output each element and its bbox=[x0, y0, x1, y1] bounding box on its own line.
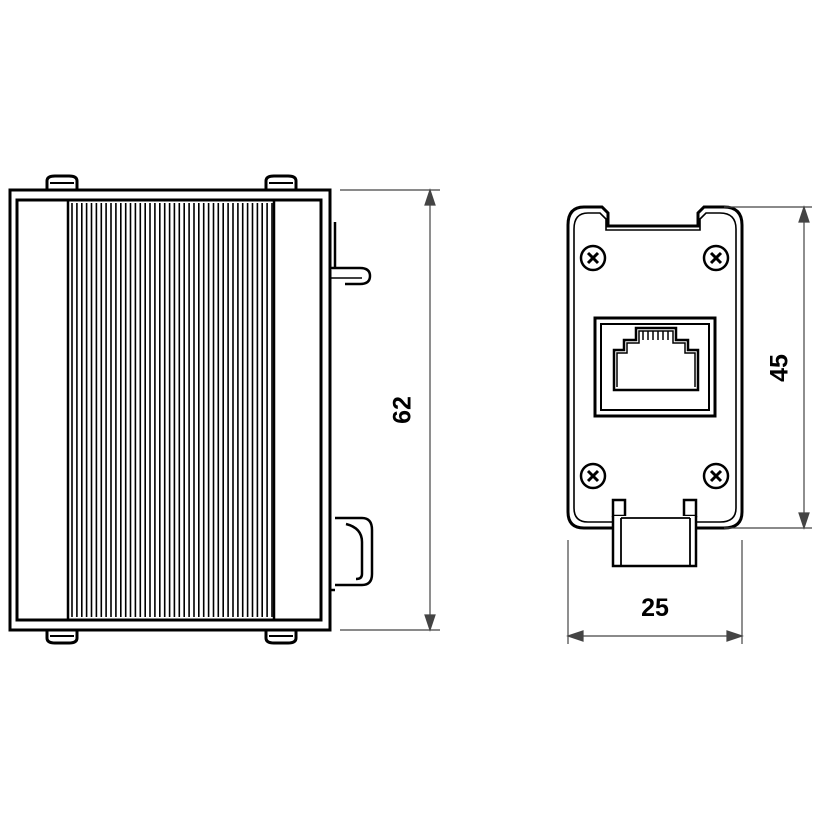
front-screws bbox=[579, 244, 730, 490]
screw-icon bbox=[579, 244, 607, 272]
din-clip-bottom bbox=[330, 516, 374, 592]
screw-icon bbox=[702, 462, 730, 490]
dimension-label-25: 25 bbox=[641, 594, 669, 622]
front-inner-outline bbox=[573, 212, 737, 523]
screw-icon bbox=[702, 244, 730, 272]
front-din-clip bbox=[611, 498, 698, 568]
side-top-screws bbox=[45, 174, 298, 190]
side-fins bbox=[71, 203, 273, 617]
side-view bbox=[8, 174, 374, 645]
side-fin-region bbox=[66, 198, 276, 622]
dimension-height-side bbox=[340, 188, 440, 632]
dimension-height-front bbox=[724, 205, 812, 530]
screw-icon bbox=[579, 462, 607, 490]
rj45-port bbox=[593, 316, 717, 418]
din-latch-top bbox=[330, 222, 372, 286]
side-bottom-screws bbox=[45, 629, 298, 645]
dimension-width-front bbox=[566, 540, 744, 644]
dimension-label-45: 45 bbox=[766, 354, 794, 382]
dimension-label-62: 62 bbox=[389, 396, 417, 424]
